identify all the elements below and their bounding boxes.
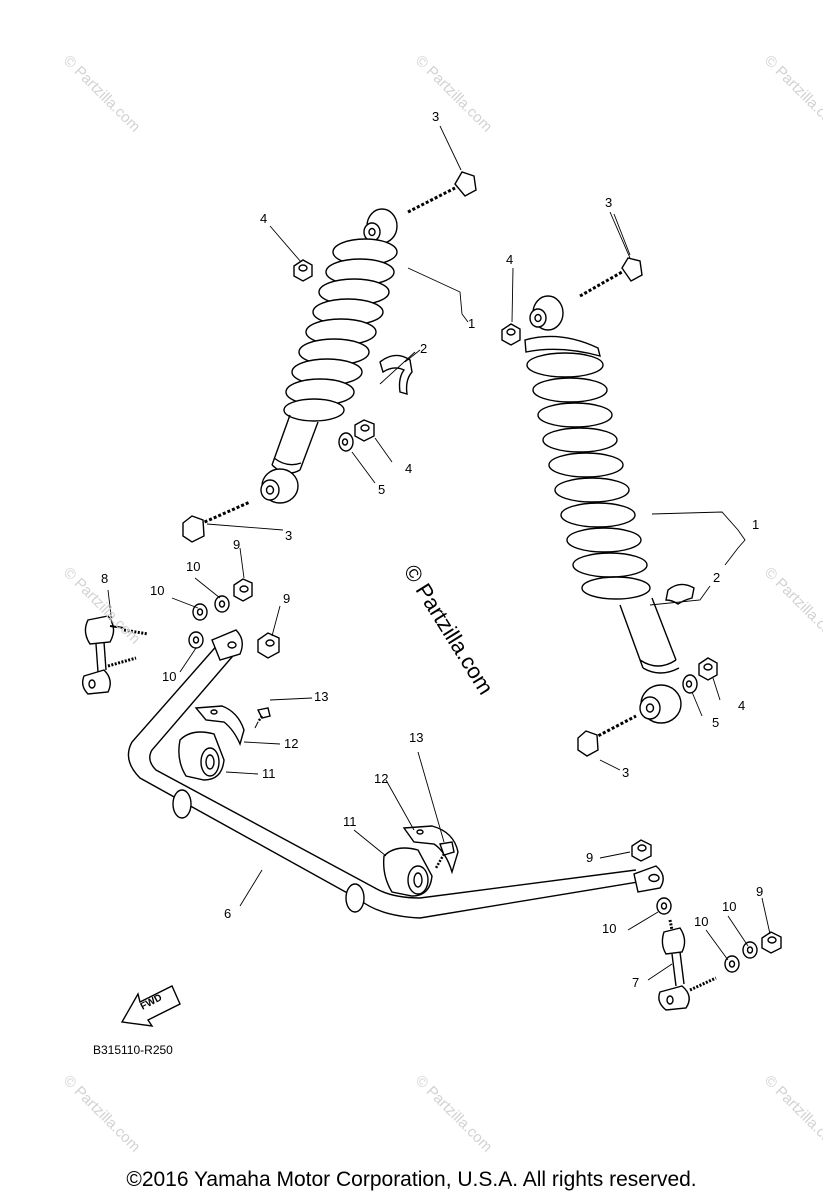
stabilizer-bar <box>127 629 664 919</box>
holder-left <box>194 705 245 747</box>
washer-10-left-a <box>214 595 230 613</box>
callout-12: 12 <box>284 736 299 751</box>
link-right <box>658 919 717 1011</box>
washer-right <box>682 674 698 694</box>
nut-9-left-a <box>233 578 253 602</box>
callout-3: 3 <box>622 765 630 780</box>
spring-guide-right <box>665 583 695 605</box>
washer-10-left-c <box>188 631 204 649</box>
callout-6: 6 <box>224 906 232 921</box>
callout-7: 7 <box>632 975 640 990</box>
nut-9-right-a <box>631 839 652 862</box>
callout-2: 2 <box>420 341 428 356</box>
callout-4: 4 <box>405 461 413 476</box>
callout-3: 3 <box>605 195 613 210</box>
right-shock-spring <box>526 352 651 600</box>
callout-9: 9 <box>586 850 594 865</box>
callout-10: 10 <box>150 583 165 598</box>
nut-right-top <box>501 323 521 346</box>
callout-13: 13 <box>314 689 329 704</box>
callout-4: 4 <box>260 211 268 226</box>
callout-5: 5 <box>378 482 386 497</box>
nut-left-top <box>293 259 313 282</box>
bolt-13-right <box>434 841 455 869</box>
holder-right <box>402 825 459 875</box>
bushing-left <box>178 731 225 781</box>
bushing-right <box>382 847 433 897</box>
callout-10: 10 <box>602 921 617 936</box>
diagram-code: B315110-R250 <box>93 1043 173 1057</box>
callout-9: 9 <box>233 537 241 552</box>
callout-11: 11 <box>262 766 276 781</box>
washer-10-right-c <box>742 941 758 959</box>
left-shock-absorber <box>260 208 398 504</box>
nut-right-bottom <box>698 657 718 681</box>
bolt-top-left <box>407 171 477 214</box>
callout-10: 10 <box>722 899 737 914</box>
leader-lines <box>107 125 771 981</box>
callout-10: 10 <box>694 914 709 929</box>
bolt-bottom-right <box>577 714 637 757</box>
callout-11: 11 <box>343 814 357 829</box>
callout-9: 9 <box>756 884 764 899</box>
copyright-notice: ©2016 Yamaha Motor Corporation, U.S.A. A… <box>126 1168 697 1191</box>
bolt-13-left <box>254 707 271 729</box>
left-shock-spring <box>283 238 398 422</box>
callout-13: 13 <box>409 730 424 745</box>
nut-left-bottom <box>354 419 375 442</box>
callout-1: 1 <box>468 316 476 331</box>
callout-4: 4 <box>738 698 746 713</box>
washer-left <box>338 432 354 452</box>
right-shock-absorber <box>524 295 682 724</box>
bolt-bottom-left <box>182 500 251 543</box>
washer-10-right-a <box>656 897 672 915</box>
callout-12: 12 <box>374 771 389 786</box>
callout-8: 8 <box>101 571 109 586</box>
link-left <box>81 615 149 695</box>
callout-4: 4 <box>506 252 514 267</box>
washer-10-left-b <box>192 603 208 621</box>
callout-2: 2 <box>713 570 721 585</box>
callout-3: 3 <box>432 109 440 124</box>
callout-10: 10 <box>186 559 201 574</box>
callout-10: 10 <box>162 669 177 684</box>
nut-9-left-b <box>257 632 280 659</box>
washer-10-right-b <box>724 955 740 973</box>
callout-9: 9 <box>283 591 291 606</box>
bolt-top-right <box>579 257 643 298</box>
spring-guide-left <box>379 354 413 395</box>
nut-9-right-b <box>761 931 782 954</box>
callout-1: 1 <box>752 517 760 532</box>
fwd-arrow-icon <box>120 985 181 1027</box>
callout-3: 3 <box>285 528 293 543</box>
callout-5: 5 <box>712 715 720 730</box>
